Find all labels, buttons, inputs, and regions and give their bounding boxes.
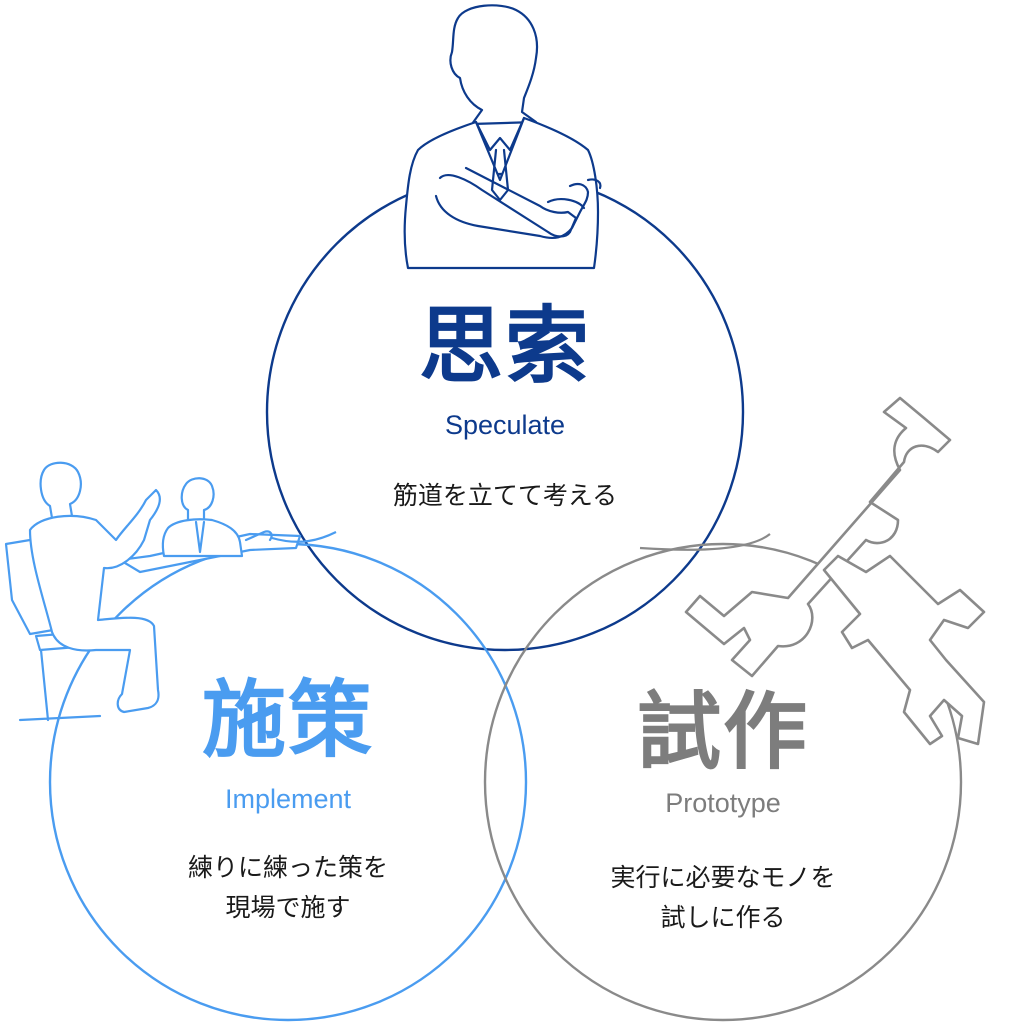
implement-title: 施策: [201, 671, 375, 769]
meeting-people-icon: [4, 461, 302, 722]
prototype-circle: [483, 542, 963, 1022]
implement-description-line: 現場で施す: [225, 893, 351, 922]
speculate-title: 思索: [418, 297, 592, 395]
speculate-subtitle: Speculate: [444, 410, 566, 440]
wrenches-icon: [684, 396, 986, 746]
speculate-description: 筋道を立てて考える: [393, 476, 617, 516]
prototype-subtitle: Prototype: [665, 788, 781, 818]
prototype-description-line: 実行に必要なモノを: [610, 863, 836, 892]
crossed-arms-businessman-icon: [403, 4, 602, 270]
implement-circle: [48, 542, 528, 1022]
implement-description-line: 練りに練った策を: [187, 853, 389, 882]
prototype-title: 試作: [636, 683, 810, 781]
implement-subtitle: Implement: [224, 784, 352, 814]
speculate-description-line: 筋道を立てて考える: [392, 481, 618, 510]
prototype-description: 実行に必要なモノを 試しに作る: [610, 858, 835, 938]
implement-description: 練りに練った策を 現場で施す: [188, 848, 388, 928]
prototype-description-line: 試しに作る: [660, 903, 786, 932]
